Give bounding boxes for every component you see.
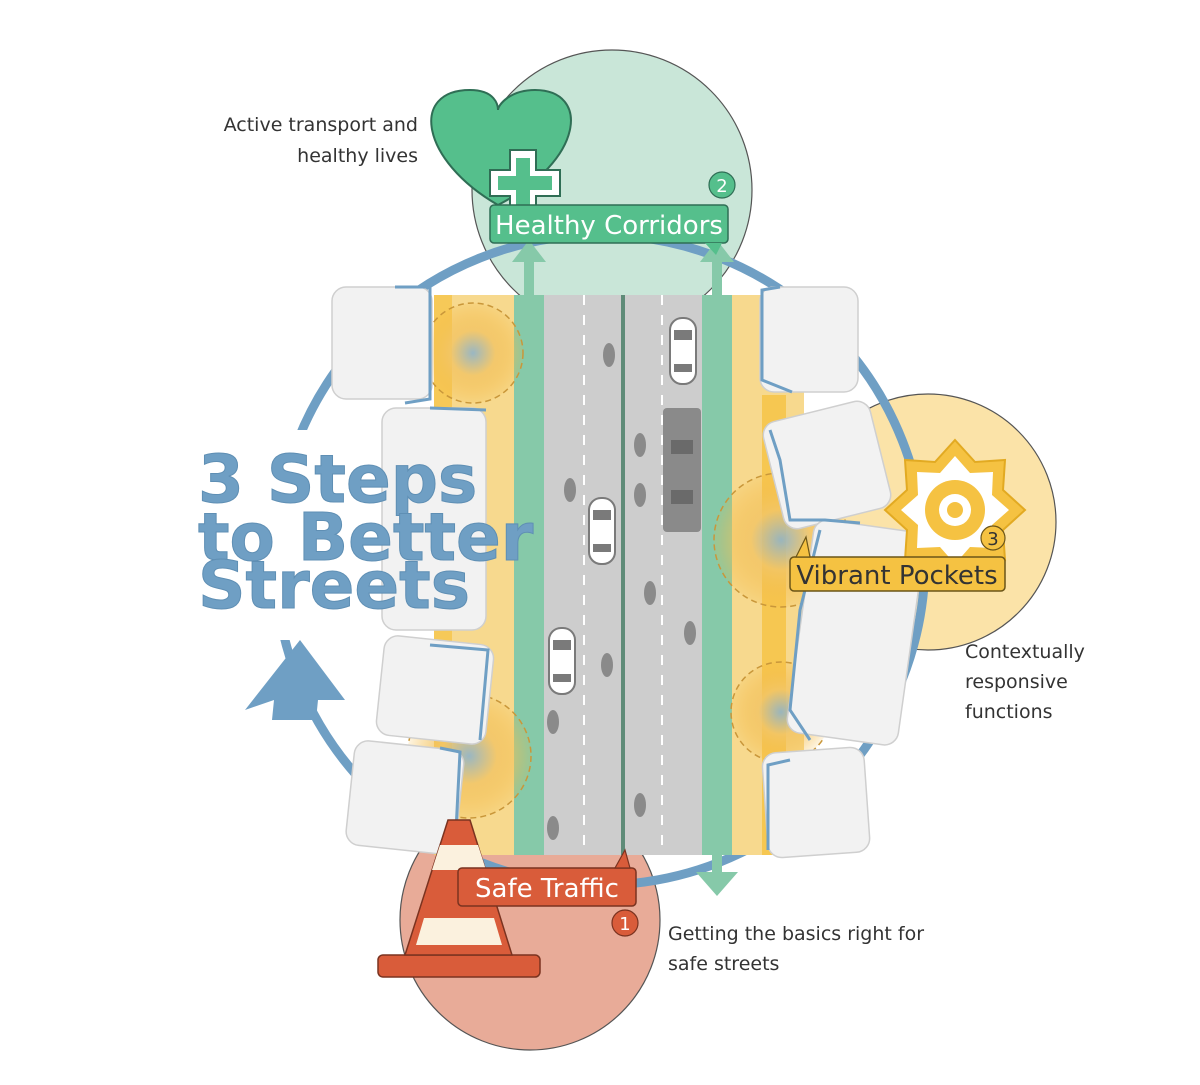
- caption-line: Contextually: [965, 641, 1085, 663]
- car-icon: [669, 317, 697, 385]
- building-block: [761, 746, 871, 859]
- car-icon: [588, 497, 616, 565]
- caption-line: functions: [965, 701, 1053, 723]
- car-icon: [548, 627, 576, 695]
- cyclist-icon: [547, 710, 559, 734]
- step-2-badge: 2: [708, 171, 736, 199]
- bus-icon: [663, 408, 701, 532]
- caption-line: Getting the basics right for: [668, 923, 924, 945]
- cycle-arrow-icon: [245, 640, 345, 720]
- building-block: [762, 400, 892, 530]
- vibrant-pockets-label: Vibrant Pockets: [789, 535, 1006, 592]
- step-2-number: 2: [716, 176, 727, 197]
- healthy-corridors-label: Healthy Corridors: [489, 204, 729, 255]
- cyclist-icon: [564, 478, 576, 502]
- safe-traffic-text: Safe Traffic: [475, 874, 619, 904]
- heart-plus-icon: [430, 88, 572, 221]
- cyclist-icon: [684, 621, 696, 645]
- healthy-corridors-caption: Active transport and healthy lives: [224, 114, 418, 167]
- caption-line: Active transport and: [224, 114, 418, 136]
- caption-line: safe streets: [668, 953, 779, 975]
- pocket-glow: [422, 302, 524, 404]
- cyclist-icon: [547, 816, 559, 840]
- step-1-number: 1: [619, 914, 630, 935]
- vibrant-pockets-caption: Contextually responsive functions: [965, 641, 1085, 723]
- healthy-corridors-text: Healthy Corridors: [495, 211, 723, 241]
- building-block: [331, 286, 433, 400]
- title-line-3: Streets: [198, 547, 470, 624]
- vibrant-pockets-text: Vibrant Pockets: [796, 561, 997, 591]
- step-3-number: 3: [987, 529, 998, 550]
- diagram-title: 3 Steps to Better Streets: [198, 441, 535, 625]
- caption-line: responsive: [965, 671, 1068, 693]
- building-block: [375, 635, 495, 745]
- title-line-1: 3 Steps: [198, 441, 477, 518]
- cyclist-icon: [644, 581, 656, 605]
- step-1-badge: 1: [611, 909, 639, 937]
- cyclist-icon: [601, 653, 613, 677]
- cyclist-icon: [603, 343, 615, 367]
- building-block: [759, 286, 859, 393]
- caption-line: healthy lives: [297, 145, 418, 167]
- title-line-2: to Better: [198, 499, 534, 576]
- cyclist-icon: [634, 793, 646, 817]
- cyclist-icon: [634, 483, 646, 507]
- building-block: [345, 740, 465, 855]
- cyclist-icon: [634, 433, 646, 457]
- corridor-arrow-down: [696, 850, 738, 896]
- corridor-arrow-up-left: [512, 240, 546, 300]
- safe-traffic-caption: Getting the basics right for safe street…: [668, 923, 924, 975]
- safe-traffic-label: Safe Traffic: [457, 848, 637, 907]
- step-3-badge: 3: [980, 525, 1006, 551]
